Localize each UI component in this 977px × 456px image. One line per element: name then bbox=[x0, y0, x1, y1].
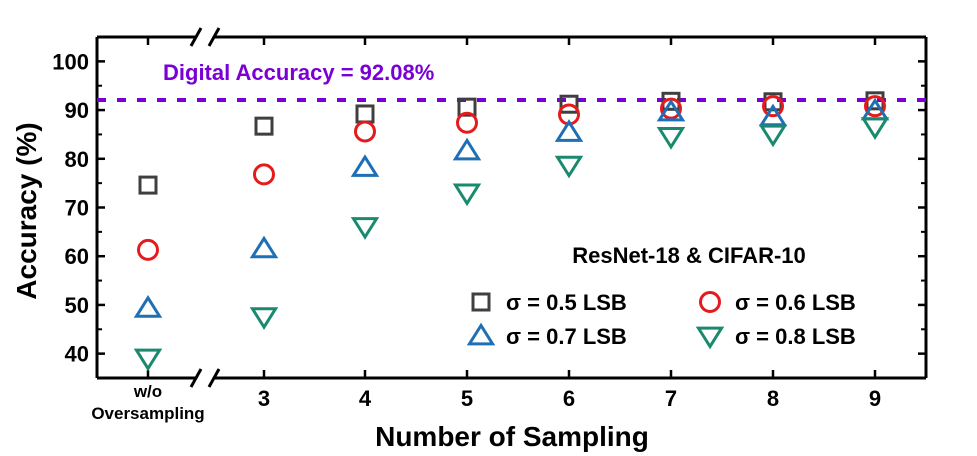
legend-marker-circle bbox=[699, 291, 721, 313]
data-point-circle bbox=[456, 111, 478, 134]
data-point-triangle-down bbox=[554, 155, 584, 179]
legend-label: σ = 0.7 LSB bbox=[506, 324, 627, 349]
data-point-triangle-down bbox=[350, 217, 380, 240]
y-tick-label: 100 bbox=[52, 49, 89, 74]
data-point-triangle-down bbox=[758, 124, 788, 148]
data-point-square bbox=[355, 104, 375, 124]
legend-marker-triangle-down bbox=[695, 326, 725, 350]
digital-accuracy-label: Digital Accuracy = 92.08% bbox=[163, 60, 434, 85]
legend-label: σ = 0.5 LSB bbox=[506, 290, 627, 315]
axis-break-mark bbox=[207, 368, 221, 388]
legend-label: σ = 0.8 LSB bbox=[735, 324, 856, 349]
data-point-triangle-down bbox=[860, 117, 890, 140]
legend-marker-square bbox=[471, 292, 491, 312]
y-tick-label: 80 bbox=[65, 147, 89, 172]
data-point-triangle-up bbox=[133, 295, 163, 318]
x-axis-title: Number of Sampling bbox=[375, 421, 649, 452]
data-point-triangle-down bbox=[133, 348, 163, 372]
x-tick-label: Oversampling bbox=[91, 404, 204, 423]
y-tick-label: 90 bbox=[65, 98, 89, 123]
x-tick-label: 7 bbox=[665, 386, 677, 411]
data-point-circle bbox=[864, 95, 886, 118]
x-tick-label: 8 bbox=[767, 386, 779, 411]
axis-break-mark bbox=[189, 27, 203, 47]
data-point-triangle-down bbox=[452, 183, 482, 207]
y-tick-label: 50 bbox=[65, 293, 89, 318]
x-tick-label: 9 bbox=[869, 386, 881, 411]
data-point-triangle-up bbox=[656, 98, 686, 122]
y-tick-label: 70 bbox=[65, 196, 89, 221]
data-point-triangle-down bbox=[249, 307, 279, 330]
axis-break-mark bbox=[189, 368, 203, 388]
x-tick-label: w/o bbox=[133, 382, 162, 401]
data-point-square bbox=[254, 116, 274, 136]
data-point-square bbox=[457, 97, 477, 117]
data-point-triangle-up bbox=[249, 235, 279, 259]
data-point-triangle-down bbox=[656, 127, 686, 150]
dataset-annotation: ResNet-18 & CIFAR-10 bbox=[572, 243, 806, 268]
data-point-circle bbox=[354, 120, 376, 143]
data-point-triangle-up bbox=[554, 119, 584, 142]
data-point-triangle-up bbox=[350, 154, 380, 177]
data-point-circle bbox=[253, 163, 275, 186]
x-tick-label: 3 bbox=[258, 386, 270, 411]
data-point-triangle-up bbox=[452, 137, 482, 161]
data-point-circle bbox=[762, 95, 784, 118]
y-tick-label: 40 bbox=[65, 342, 89, 367]
x-tick-label: 5 bbox=[461, 386, 473, 411]
data-point-square bbox=[559, 94, 579, 114]
data-point-circle bbox=[137, 238, 159, 261]
x-tick-label: 4 bbox=[359, 386, 372, 411]
axis-break-mark bbox=[207, 27, 221, 47]
y-axis-title: Accuracy (%) bbox=[11, 122, 42, 299]
legend-label: σ = 0.6 LSB bbox=[735, 290, 856, 315]
legend-marker-triangle-up bbox=[466, 322, 496, 346]
y-tick-label: 60 bbox=[65, 244, 89, 269]
data-point-square bbox=[138, 175, 158, 195]
x-tick-label: 6 bbox=[563, 386, 575, 411]
